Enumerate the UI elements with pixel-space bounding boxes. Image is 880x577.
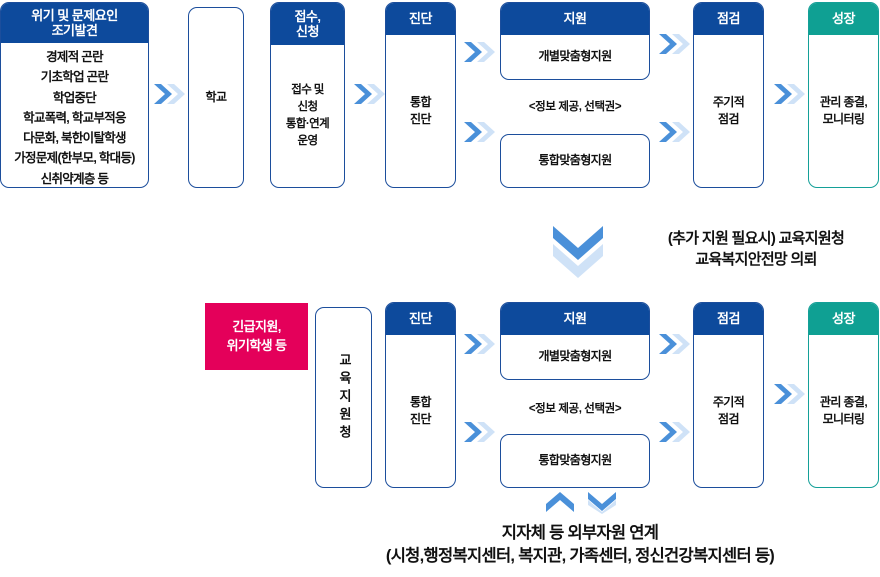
card-support-integrated-body: 통합맞춤형지원	[538, 453, 612, 468]
card-intake: 접수, 신청 접수 및 신청 통합·연계 운영	[270, 2, 345, 188]
arrow-right-icon	[152, 80, 186, 108]
card-check-body: 주기적 점검	[712, 394, 745, 426]
card-support-integrated: 통합맞춤형지원	[500, 434, 650, 488]
card-school-body: 학교	[205, 89, 227, 104]
card-diagnosis-header: 진단	[386, 303, 455, 335]
arrow-right-icon	[772, 80, 806, 108]
card-growth-body: 관리 종결, 모니터링	[819, 394, 868, 426]
card-check-header: 점검	[694, 303, 763, 335]
bottom-chevron-pair	[543, 490, 619, 519]
support-caption: <정보 제공, 선택권>	[528, 101, 622, 113]
arrow-right-icon	[352, 80, 386, 108]
card-intake-body: 접수 및 신청 통합·연계 운영	[285, 83, 330, 148]
middle-note: (추가 지원 필요시) 교육지원청 교육복지안전망 의뢰	[667, 230, 845, 269]
card-growth-header: 성장	[809, 3, 878, 35]
arrow-down-icon	[545, 222, 611, 280]
card-support: 지원 개별맞춤형지원	[500, 2, 650, 80]
card-diagnosis-body: 통합 진단	[410, 394, 431, 426]
card-education-office: 교육지원청	[315, 307, 372, 488]
card-support-individual: 개별맞춤형지원	[538, 349, 612, 364]
card-check: 점검 주기적 점검	[693, 2, 764, 188]
card-diagnosis-body: 통합 진단	[410, 94, 431, 126]
arrow-up-icon	[543, 490, 577, 519]
card-growth-body: 관리 종결, 모니터링	[819, 94, 868, 126]
arrow-right-icon	[657, 418, 691, 446]
card-school: 학교	[188, 7, 244, 188]
card-diagnosis-header: 진단	[386, 3, 455, 35]
arrow-right-icon	[657, 330, 691, 358]
arrow-right-icon	[657, 30, 691, 58]
arrow-right-icon	[462, 330, 496, 358]
card-diagnosis: 진단 통합 진단	[385, 2, 456, 188]
card-support: 지원 개별맞춤형지원	[500, 302, 650, 380]
card-support-integrated-body: 통합맞춤형지원	[538, 153, 612, 168]
card-intake-header: 접수, 신청	[271, 3, 344, 45]
card-education-office-body: 교육지원청	[336, 352, 352, 443]
card-support-integrated: 통합맞춤형지원	[500, 134, 650, 188]
card-support-individual: 개별맞춤형지원	[538, 49, 612, 64]
support-caption: <정보 제공, 선택권>	[528, 403, 622, 415]
card-growth: 성장 관리 종결, 모니터링	[808, 302, 879, 488]
arrow-right-icon	[462, 38, 496, 66]
bottom-note: 지자체 등 외부자원 연계 (시청,행정복지센터, 복지관, 가족센터, 정신건…	[385, 524, 775, 566]
card-growth-header: 성장	[809, 303, 878, 335]
arrow-right-icon	[462, 418, 496, 446]
arrow-right-icon	[462, 118, 496, 146]
card-check-header: 점검	[694, 3, 763, 35]
card-risk-detection-header: 위기 및 문제요인 조기발견	[1, 3, 148, 43]
arrow-down-icon	[585, 490, 619, 519]
arrow-right-icon	[657, 118, 691, 146]
card-growth: 성장 관리 종결, 모니터링	[808, 2, 879, 188]
card-support-header: 지원	[501, 303, 649, 335]
card-check-body: 주기적 점검	[712, 94, 745, 126]
card-check: 점검 주기적 점검	[693, 302, 764, 488]
card-risk-detection-items: 경제적 곤란 기초학업 곤란 학업중단 학교폭력, 학교부적응 다문화, 북한이…	[14, 50, 135, 186]
box-urgent-support: 긴급지원, 위기학생 등	[205, 303, 308, 370]
card-diagnosis: 진단 통합 진단	[385, 302, 456, 488]
arrow-right-icon	[772, 380, 806, 408]
card-risk-detection: 위기 및 문제요인 조기발견 경제적 곤란 기초학업 곤란 학업중단 학교폭력,…	[0, 2, 149, 188]
card-support-header: 지원	[501, 3, 649, 35]
